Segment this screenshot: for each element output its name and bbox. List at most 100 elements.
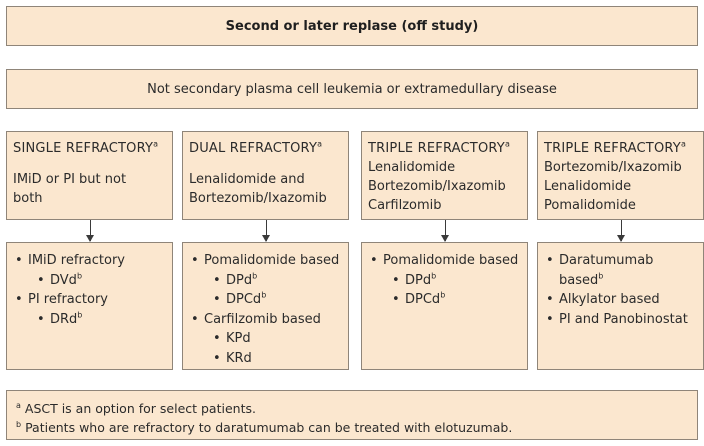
treatment-subitem-text: KPd	[226, 329, 251, 349]
treatment-subitem-sup: b	[440, 290, 446, 300]
treatment-subitem-text: DVdb	[50, 271, 82, 291]
not-plasma-cell-box: Not secondary plasma cell leukemia or ex…	[6, 69, 698, 109]
footnote-b-text: Patients who are refractory to daratumum…	[25, 420, 513, 435]
treatment-item-label: Carfilzomib based	[204, 311, 321, 327]
treatment-subitem: • DRdb	[15, 310, 166, 330]
treatment-item-label: PI refractory	[28, 292, 108, 307]
bullet-icon: •	[37, 311, 45, 327]
refractory-title: DUAL REFRACTORYa	[189, 139, 342, 158]
bullet-icon: •	[213, 350, 221, 366]
refractory-description-line: Bortezomib/Ixazomib	[544, 160, 682, 175]
bullet-icon: •	[191, 253, 199, 268]
treatment-item-text: IMiD refractory	[28, 251, 125, 271]
footnotes-box: a ASCT is an option for select patients.…	[6, 390, 698, 440]
treatment-subitem: • KRd	[191, 349, 342, 369]
treatment-list-box: •IMiD refractory•DVdb•PI refractory•DRdb	[6, 242, 173, 370]
refractory-description-line: Lenalidomide	[544, 179, 632, 194]
treatment-item-label: Pomalidomide based	[204, 253, 340, 268]
treatment-subitem: • DPdb	[370, 271, 521, 291]
bullet-icon: •	[191, 311, 199, 327]
treatment-subitem: • KPd	[191, 329, 342, 349]
treatment-item: •IMiD refractory	[15, 251, 166, 271]
treatment-subitem-sup: b	[431, 271, 437, 281]
treatment-item-text: Pomalidomide based	[204, 251, 339, 271]
treatment-item: • Pomalidomide based	[191, 251, 342, 271]
treatment-subitem-label: DRd	[50, 311, 78, 327]
treatment-item-text: Alkylator based	[559, 290, 660, 310]
footnote-a-text: ASCT is an option for select patients.	[24, 401, 256, 416]
refractory-title-sup: a	[153, 139, 159, 149]
bullet-icon: •	[370, 253, 378, 268]
bullet-icon: •	[546, 311, 554, 327]
bullet-icon: •	[37, 272, 45, 288]
treatment-subitem-label: KPd	[226, 331, 251, 346]
treatment-subitem-label: DPd	[405, 272, 432, 288]
treatment-item-text: PI refractory	[28, 290, 108, 310]
treatment-item-label: PI and Panobinostat	[559, 311, 688, 327]
treatment-item-text: Daratumumab basedb	[559, 251, 697, 290]
refractory-title-text: SINGLE REFRACTORY	[13, 141, 154, 156]
refractory-description-line: Lenalidomide	[368, 160, 456, 175]
treatment-item-text: Carfilzomib based	[204, 310, 321, 330]
refractory-description-line: both	[13, 191, 43, 206]
refractory-description-line: Pomalidomide	[544, 198, 636, 213]
refractory-title-text: TRIPLE REFRACTORY	[544, 141, 681, 156]
second-relapse-label: Second or later replase (off study)	[225, 18, 479, 34]
treatment-item-text: Pomalidomide based	[383, 251, 518, 271]
treatment-subitem: • DVdb	[15, 271, 166, 291]
treatment-subitem-label: DPCd	[405, 292, 441, 307]
treatment-subitem-sup: b	[261, 290, 267, 300]
down-arrow-icon	[262, 220, 270, 242]
treatment-item-sup: b	[598, 271, 604, 281]
refractory-description-line: Bortezomib/Ixazomib	[189, 191, 327, 206]
bullet-icon: •	[546, 292, 554, 307]
treatment-subitem-label: DPCd	[226, 292, 262, 307]
down-arrow-icon	[441, 220, 449, 242]
refractory-title-text: TRIPLE REFRACTORY	[368, 141, 505, 156]
footnote-a-mark: a	[16, 400, 21, 410]
treatment-item: • PI and Panobinostat	[546, 310, 697, 330]
refractory-title: TRIPLE REFRACTORYa	[368, 139, 521, 158]
down-arrow-icon	[86, 220, 94, 242]
refractory-title-sup: a	[504, 139, 511, 149]
treatment-subitem-label: KRd	[226, 350, 252, 366]
treatment-subitem-text: DPCdb	[226, 290, 266, 310]
bullet-icon: •	[546, 253, 554, 268]
treatment-subitem-sup: b	[252, 271, 258, 281]
treatment-item-label: IMiD refractory	[28, 253, 125, 268]
second-relapse-box: Second or later replase (off study)	[6, 6, 698, 46]
treatment-item-label: Pomalidomide based	[383, 253, 519, 268]
refractory-description-line: Lenalidomide and	[189, 172, 305, 187]
treatment-item-label: Daratumumab based	[559, 253, 654, 288]
not-plasma-cell-label: Not secondary plasma cell leukemia or ex…	[147, 81, 557, 97]
treatment-item: • Carfilzomib based	[191, 310, 342, 330]
treatment-item: • Daratumumab basedb	[546, 251, 697, 290]
refractory-title-text: DUAL REFRACTORY	[189, 141, 318, 156]
bullet-icon: •	[392, 272, 400, 288]
refractory-title-sup: a	[317, 139, 323, 149]
treatment-subitem: •DPCdb	[370, 290, 521, 310]
refractory-description-line: Carfilzomib	[368, 198, 442, 213]
refractory-description-line: IMiD or PI but not	[13, 172, 127, 187]
treatment-list-box: •Pomalidomide based•DPdb•DPCdb	[361, 242, 528, 370]
treatment-item: • Alkylator based	[546, 290, 697, 310]
treatment-item: • PI refractory	[15, 290, 166, 310]
bullet-icon: •	[213, 331, 221, 346]
bullet-icon: •	[213, 292, 221, 307]
bullet-icon: •	[213, 272, 221, 288]
refractory-description-line: Bortezomib/Ixazomib	[368, 179, 506, 194]
treatment-subitem-label: DVd	[50, 272, 77, 288]
footnote-b-mark: b	[16, 419, 22, 429]
footnote-a: a ASCT is an option for select patients.	[16, 399, 697, 418]
bullet-icon: •	[15, 292, 23, 307]
down-arrow-icon	[617, 220, 625, 242]
treatment-subitem-text: DRdb	[50, 310, 82, 330]
footnote-b: b Patients who are refractory to daratum…	[16, 418, 697, 437]
